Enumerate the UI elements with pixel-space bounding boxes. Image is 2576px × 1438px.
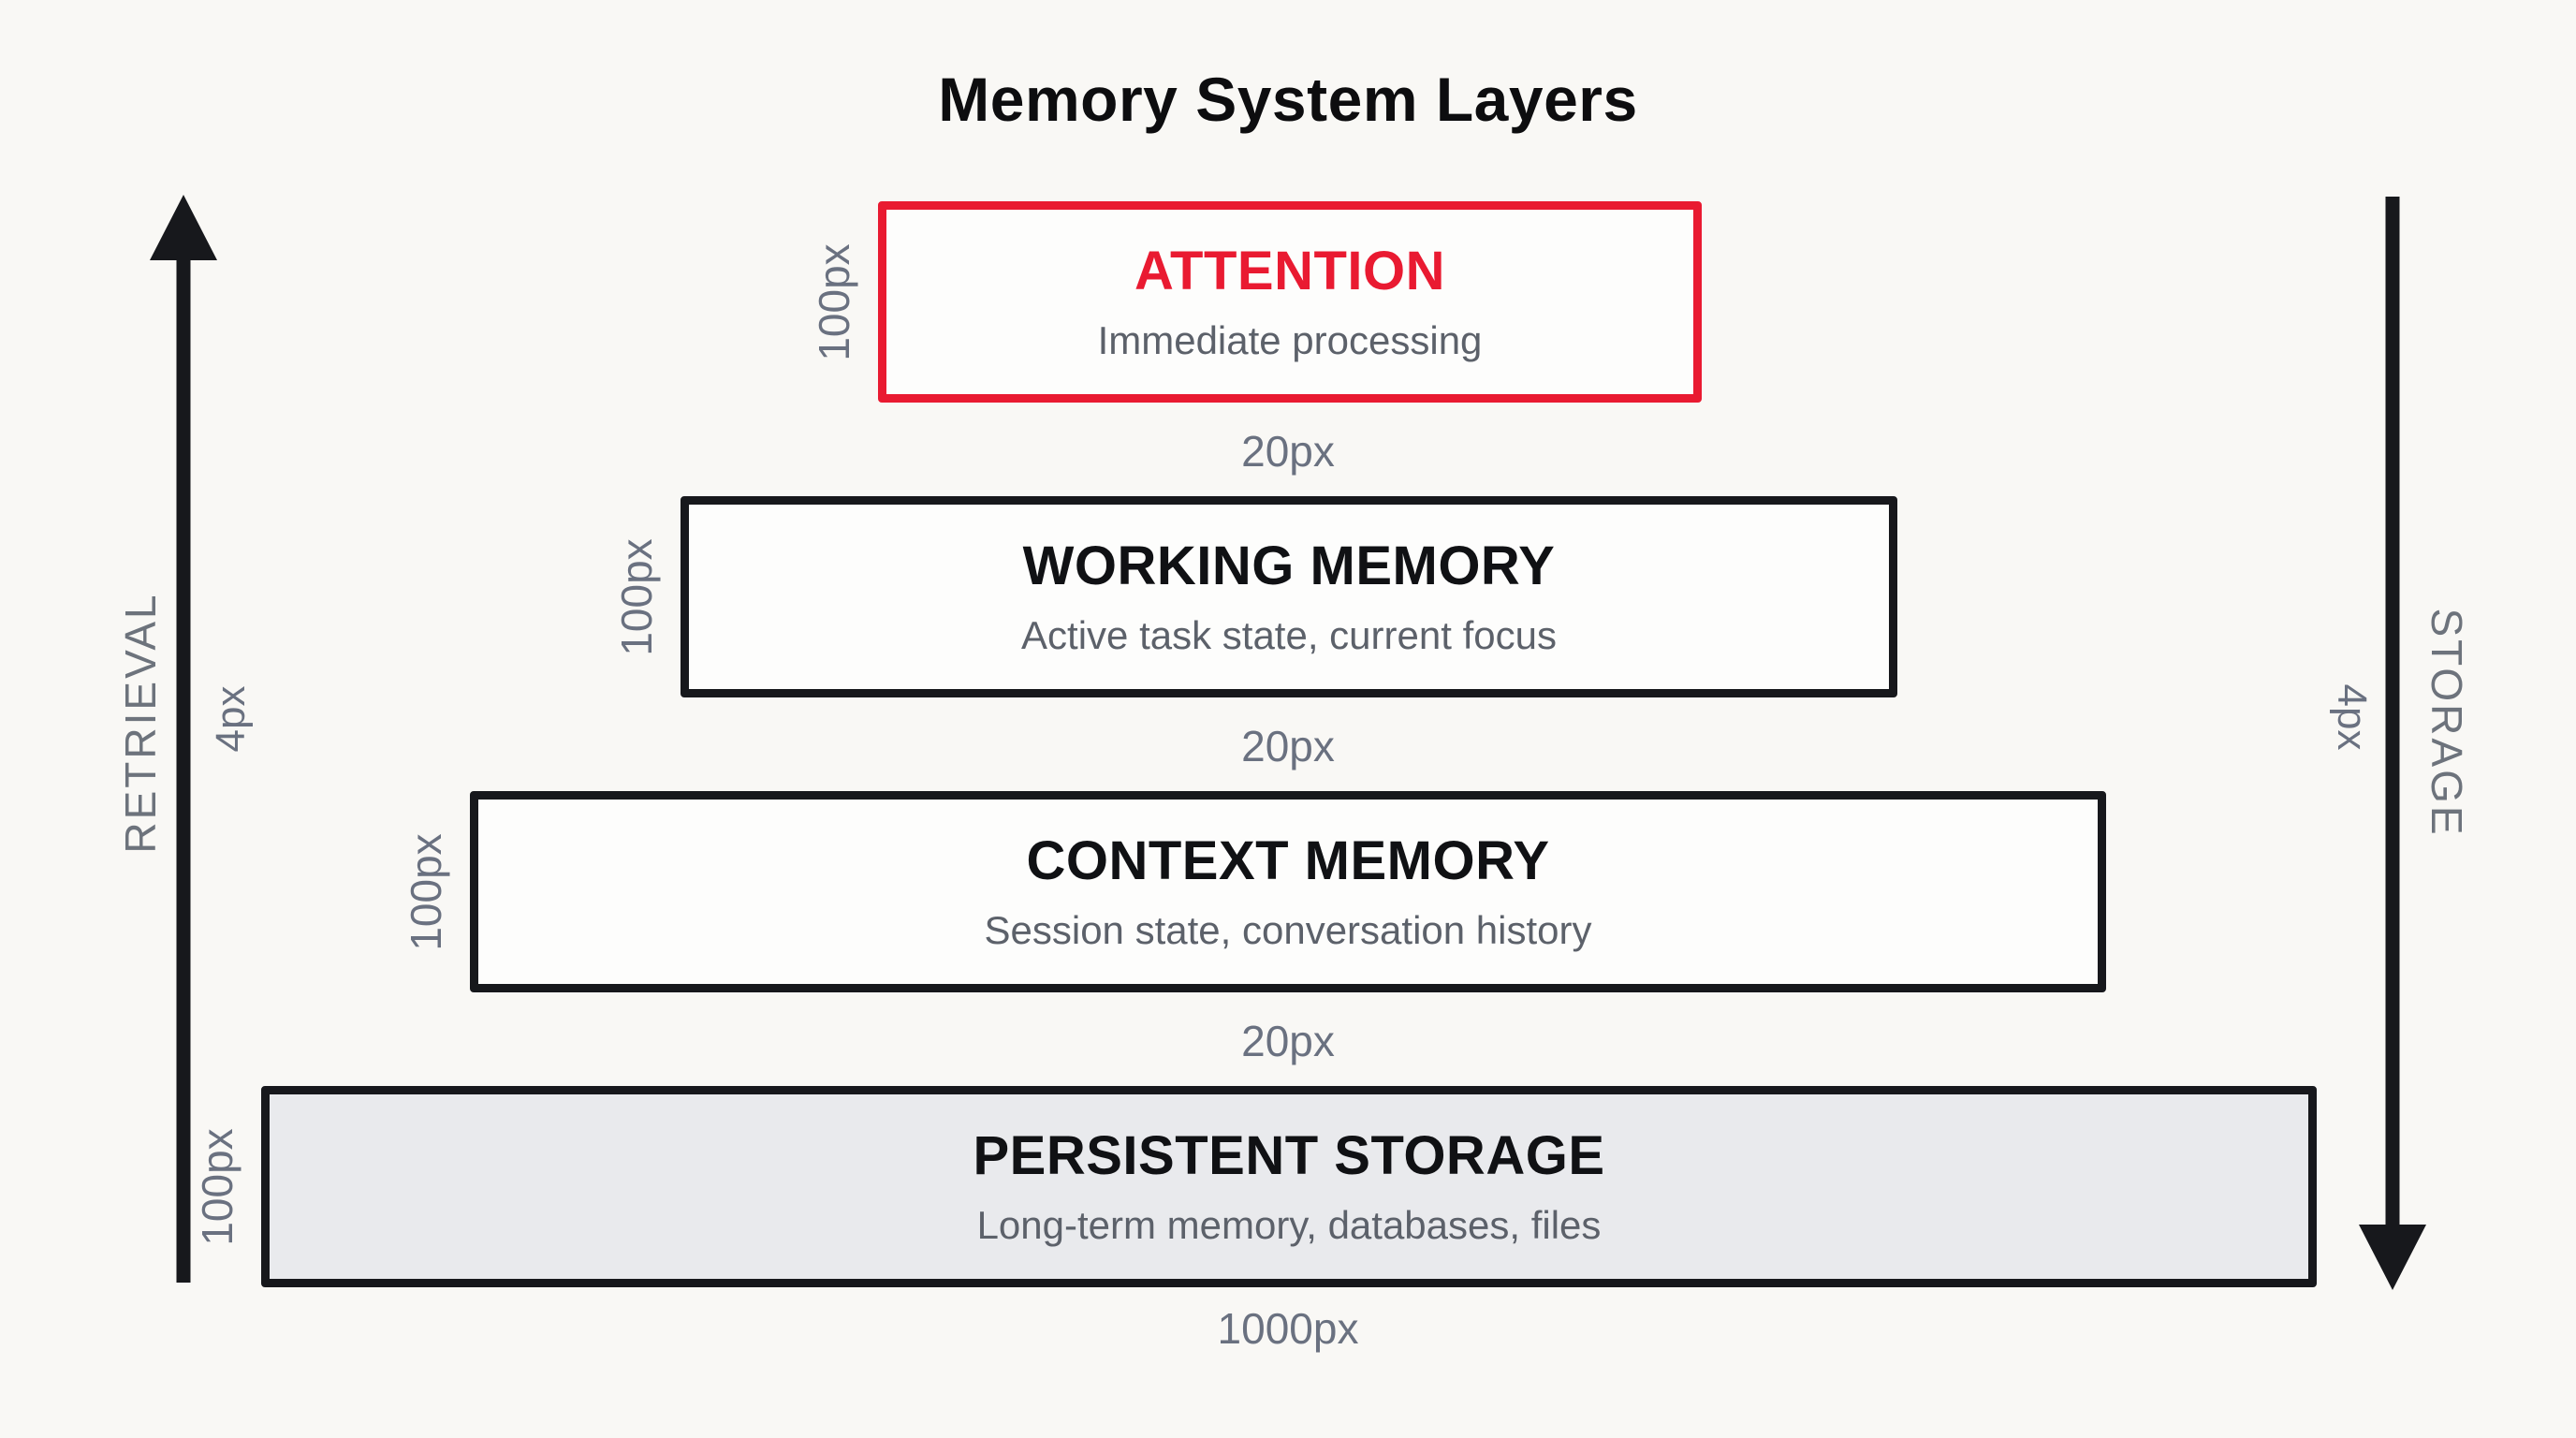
working-memory-title: WORKING MEMORY: [1022, 535, 1556, 596]
gap-label-2: 20px: [1241, 722, 1335, 770]
attention-subtitle: Immediate processing: [1097, 317, 1483, 362]
layer-box-context-memory: 100px CONTEXT MEMORY Session state, conv…: [402, 791, 2106, 992]
bottom-width-label: 1000px: [1217, 1304, 1359, 1353]
persistent-storage-subtitle: Long-term memory, databases, files: [976, 1202, 1602, 1247]
context-memory-height-label: 100px: [402, 832, 450, 951]
up-arrowhead-icon: [150, 195, 217, 260]
context-memory-subtitle: Session state, conversation history: [984, 907, 1592, 952]
page-title: Memory System Layers: [938, 65, 1638, 134]
working-memory-subtitle: Active task state, current focus: [1021, 612, 1557, 657]
gap-label-1: 20px: [1241, 427, 1335, 476]
layer-box-attention: 100px ATTENTION Immediate processing: [810, 201, 1702, 403]
context-memory-title: CONTEXT MEMORY: [1026, 829, 1550, 891]
storage-down-arrow-icon: [2359, 197, 2426, 1290]
persistent-storage-title: PERSISTENT STORAGE: [973, 1124, 1605, 1186]
persistent-storage-height-label: 100px: [193, 1127, 242, 1246]
gap-label-3: 20px: [1241, 1017, 1335, 1065]
layer-box-persistent-storage: 100px PERSISTENT STORAGE Long-term memor…: [193, 1086, 2317, 1287]
attention-height-label: 100px: [810, 242, 858, 361]
working-memory-height-label: 100px: [612, 537, 661, 656]
layer-box-working-memory: 100px WORKING MEMORY Active task state, …: [612, 496, 1897, 697]
down-arrowhead-icon: [2359, 1225, 2426, 1290]
up-arrow-shaft: [176, 251, 191, 1283]
down-arrow-shaft: [2385, 197, 2400, 1234]
attention-title: ATTENTION: [1134, 240, 1446, 301]
retrieval-up-arrow-icon: [150, 195, 217, 1283]
